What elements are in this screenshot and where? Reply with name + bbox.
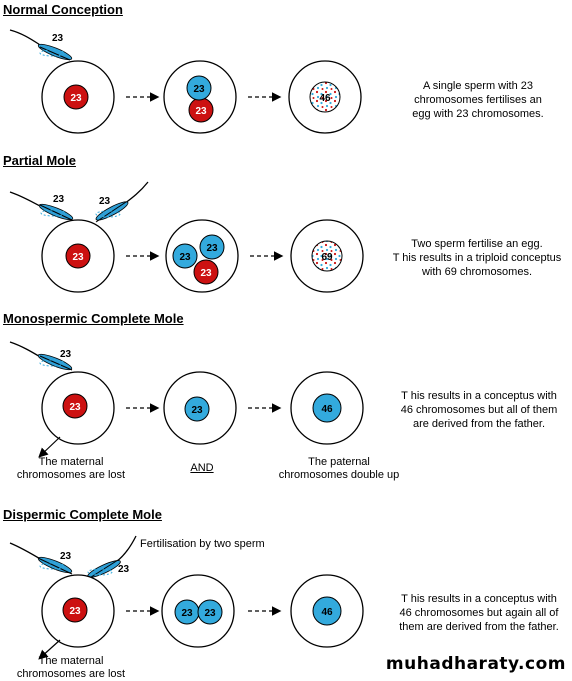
description-line: Two sperm fertilise an egg.	[411, 238, 543, 250]
heading-monospermic-complete-mole: Monospermic Complete Mole	[3, 311, 184, 326]
sperm-label: 23	[60, 551, 72, 562]
maternal-nucleus-label: 23	[72, 252, 84, 263]
description-line: T his results in a conceptus with	[401, 390, 557, 402]
sperm: 23	[95, 181, 149, 223]
maternal-nucleus	[65, 243, 91, 269]
section-dispermic-complete-mole: 23 23 23 23 23 46	[9, 535, 364, 660]
paternal-pronucleus	[172, 243, 198, 269]
paternal-pronucleus	[199, 234, 225, 260]
maternal-nucleus-label: 23	[69, 606, 81, 617]
maternal-nucleus	[62, 393, 88, 419]
caption-line: The maternal	[38, 456, 104, 468]
sperm-label: 23	[60, 349, 72, 360]
section-normal-conception: 23 23 23 23 46	[9, 29, 362, 134]
paternal-pronucleus-label: 23	[206, 243, 218, 254]
caption-line: The paternal	[308, 456, 370, 468]
caption-line: The maternal	[38, 655, 104, 667]
mixed-nucleus-label: 69	[321, 252, 333, 263]
sperm: 23	[9, 29, 73, 61]
paternal-pronucleus-label: 23	[204, 608, 216, 619]
heading-partial-mole: Partial Mole	[3, 153, 76, 168]
caption-maternal-lost: The maternal chromosomes are lost	[6, 655, 136, 681]
maternal-pronucleus-label: 23	[195, 106, 207, 117]
sperm: 23	[9, 191, 74, 221]
sperm: 23	[9, 542, 73, 575]
mixed-nucleus	[311, 240, 343, 272]
heading-normal-conception: Normal Conception	[3, 2, 123, 17]
caption-line: chromosomes double up	[278, 469, 400, 481]
description-partial-mole: Two sperm fertilise an egg. T his result…	[384, 237, 570, 279]
caption-line: chromosomes are lost	[16, 469, 126, 481]
caption-and: AND	[190, 462, 214, 474]
caption-line: chromosomes are lost	[16, 668, 126, 680]
description-line: chromosomes fertilises an	[414, 94, 542, 106]
description-line: 46 chromosomes but all of them	[400, 404, 558, 416]
caption-paternal-double-up: The paternal chromosomes double up	[264, 456, 414, 482]
description-dispermic-complete-mole: T his results in a conceptus with 46 chr…	[390, 592, 568, 634]
paternal-diploid-nucleus	[312, 596, 342, 626]
loss-arrow	[38, 639, 61, 660]
caption-maternal-lost: The maternal chromosomes are lost	[6, 456, 136, 482]
caption-fertilisation-two-sperm: Fertilisation by two sperm	[140, 538, 265, 550]
maternal-nucleus-label: 23	[70, 93, 82, 104]
sperm-label: 23	[52, 33, 64, 44]
paternal-diploid-nucleus-label: 46	[321, 404, 333, 415]
description-line: egg with 23 chromosomes.	[412, 108, 544, 120]
description-line: them are derived from the father.	[399, 621, 559, 633]
sperm: 23	[87, 535, 137, 580]
section-monospermic-complete-mole: 23 23 23 46	[9, 341, 364, 458]
paternal-pronucleus-label: 23	[181, 608, 193, 619]
description-line: with 69 chromosomes.	[421, 266, 533, 278]
paternal-pronucleus-label: 23	[193, 84, 205, 95]
description-line: 46 chromosomes but again all of	[399, 607, 559, 619]
maternal-nucleus-label: 23	[69, 402, 81, 413]
maternal-nucleus	[62, 597, 88, 623]
maternal-pronucleus	[193, 259, 219, 285]
sperm-label: 23	[118, 564, 130, 575]
paternal-diploid-nucleus	[312, 393, 342, 423]
section-partial-mole: 23 23 23 23 23 23 69	[9, 181, 364, 293]
description-line: A single sperm with 23	[422, 80, 534, 92]
description-monospermic-complete-mole: T his results in a conceptus with 46 chr…	[390, 389, 568, 431]
description-line: T his results in a triploid conceptus	[392, 252, 562, 264]
loss-arrow	[38, 436, 61, 458]
sperm-label: 23	[53, 194, 65, 205]
description-normal-conception: A single sperm with 23 chromosomes ferti…	[392, 79, 564, 121]
heading-dispermic-complete-mole: Dispermic Complete Mole	[3, 507, 162, 522]
paternal-pronucleus	[197, 599, 223, 625]
sperm-label: 23	[99, 196, 111, 207]
paternal-pronucleus-label: 23	[179, 252, 191, 263]
mixed-nucleus	[309, 81, 341, 113]
maternal-nucleus	[63, 84, 89, 110]
paternal-pronucleus	[184, 396, 210, 422]
description-line: T his results in a conceptus with	[401, 593, 557, 605]
maternal-pronucleus-label: 23	[200, 268, 212, 279]
paternal-pronucleus	[186, 75, 212, 101]
description-line: are derived from the father.	[412, 418, 546, 430]
mixed-nucleus-label: 46	[319, 93, 331, 104]
paternal-pronucleus-label: 23	[191, 405, 203, 416]
paternal-diploid-nucleus-label: 46	[321, 607, 333, 618]
watermark: muhadharaty.com	[385, 654, 566, 674]
sperm: 23	[9, 341, 73, 371]
